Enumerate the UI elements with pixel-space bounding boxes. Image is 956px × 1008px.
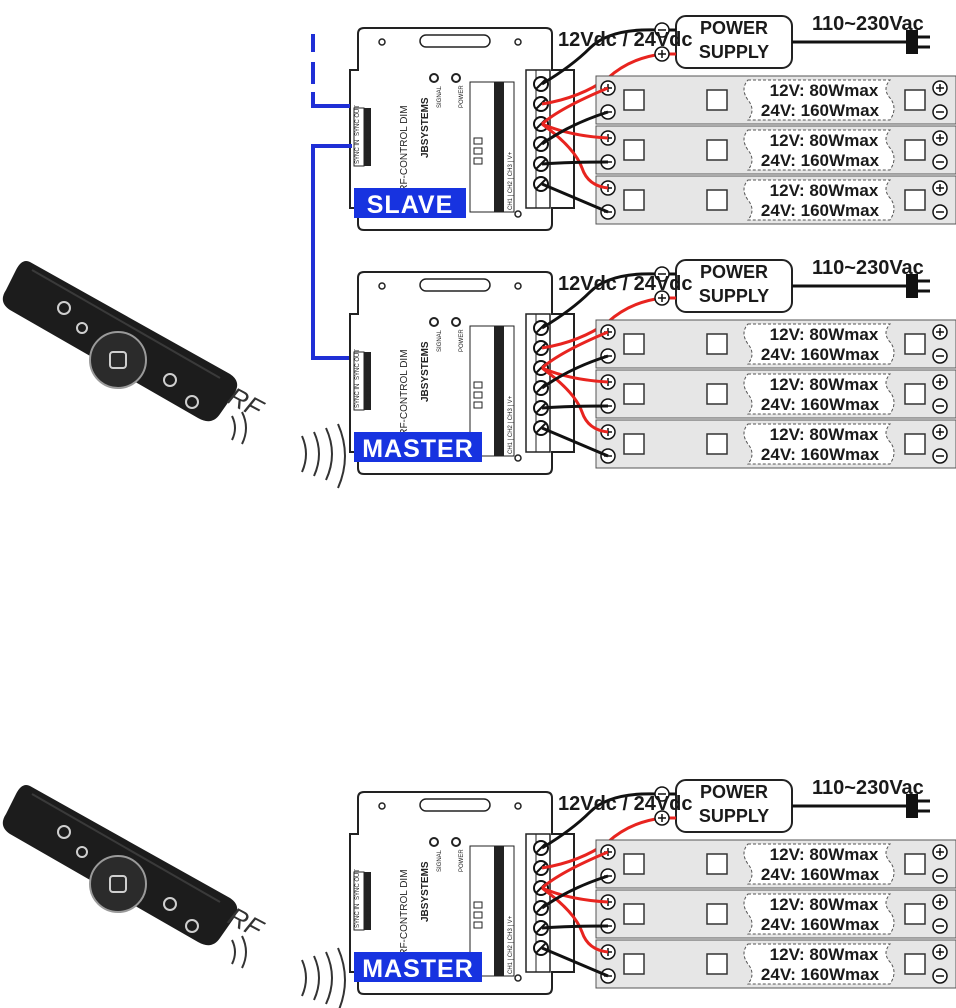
led-output-label: LED OUTPUT — [497, 904, 503, 942]
strip-label-line2: 24V: 160Wmax — [761, 345, 880, 364]
led-signal-label: SIGNAL — [437, 329, 443, 352]
channels-label: CH1 | CH2 | CH3 | V+ — [508, 151, 514, 210]
strip-label-line1: 12V: 80Wmax — [770, 945, 879, 964]
led-power-label: POWER — [459, 329, 465, 352]
strip-label-line1: 12V: 80Wmax — [770, 181, 879, 200]
power-in-label: POWER IN — [497, 848, 503, 878]
power-in-label: POWER IN — [497, 328, 503, 358]
strip-label-line2: 24V: 160Wmax — [761, 915, 880, 934]
power-supply-label-line2: SUPPLY — [699, 806, 769, 826]
led-output-label: LED OUTPUT — [497, 140, 503, 178]
channels-label: CH1 | CH2 | CH3 | V+ — [508, 915, 514, 974]
strip-label-line2: 24V: 160Wmax — [761, 151, 880, 170]
strip-label-line2: 24V: 160Wmax — [761, 965, 880, 984]
sync-cable — [311, 34, 352, 360]
master-2-role-badge — [354, 952, 482, 982]
supply-voltage-label: 12Vdc / 24Vdc — [558, 29, 693, 51]
master-2-role-label: MASTER — [362, 955, 474, 983]
sync-in-label: SYNC IN — [355, 904, 361, 928]
led-power-label: POWER — [459, 849, 465, 872]
led-signal-label: SIGNAL — [437, 85, 443, 108]
sync-ports-label: RJ45 SYNC PORTS — [366, 353, 372, 408]
mains-voltage-label: 110~230Vac — [812, 777, 924, 799]
master-1-role-label: MASTER — [362, 435, 474, 463]
sync-out-label: SYNC OUT — [355, 105, 361, 136]
sync-in-label: SYNC IN — [355, 384, 361, 408]
brand-label: JBSYSTEMS — [420, 97, 431, 158]
led-signal-label: SIGNAL — [437, 849, 443, 872]
strip-label-line1: 12V: 80Wmax — [770, 425, 879, 444]
strip-label-line1: 12V: 80Wmax — [770, 895, 879, 914]
rf-remote-2 — [1, 784, 347, 1008]
sync-in-label: SYNC IN — [355, 140, 361, 164]
channels-label: CH1 | CH2 | CH3 | V+ — [508, 395, 514, 454]
strip-label-line2: 24V: 160Wmax — [761, 395, 880, 414]
strip-label-line2: 24V: 160Wmax — [761, 201, 880, 220]
supply-voltage-label: 12Vdc / 24Vdc — [558, 793, 693, 815]
sync-ports-label: RJ45 SYNC PORTS — [366, 873, 372, 928]
mains-voltage-label: 110~230Vac — [812, 257, 924, 279]
strip-label-line2: 24V: 160Wmax — [761, 101, 880, 120]
power-in-label: POWER IN — [497, 84, 503, 114]
power-supply-label-line1: POWER — [700, 18, 768, 38]
brand-label: JBSYSTEMS — [420, 341, 431, 402]
rf-remote-1 — [1, 260, 347, 489]
sync-out-label: SYNC OUT — [355, 869, 361, 900]
strip-label-line2: 24V: 160Wmax — [761, 445, 880, 464]
power-supply-label-line1: POWER — [700, 262, 768, 282]
strip-label-line1: 12V: 80Wmax — [770, 375, 879, 394]
strip-label-line1: 12V: 80Wmax — [770, 325, 879, 344]
strip-label-line1: 12V: 80Wmax — [770, 81, 879, 100]
sync-out-label: SYNC OUT — [355, 349, 361, 380]
supply-voltage-label: 12Vdc / 24Vdc — [558, 273, 693, 295]
led-power-label: POWER — [459, 85, 465, 108]
mains-voltage-label: 110~230Vac — [812, 13, 924, 35]
slave-role-badge — [354, 188, 466, 218]
strip-label-line1: 12V: 80Wmax — [770, 131, 879, 150]
power-supply-label-line1: POWER — [700, 782, 768, 802]
strip-label-line1: 12V: 80Wmax — [770, 845, 879, 864]
sync-ports-label: RJ45 SYNC PORTS — [366, 109, 372, 164]
brand-label: JBSYSTEMS — [420, 861, 431, 922]
device-name-label: LED RF-CONTROL DIM — [399, 105, 410, 214]
device-name-label: LED RF-CONTROL DIM — [399, 869, 410, 978]
power-supply-label-line2: SUPPLY — [699, 42, 769, 62]
led-output-label: LED OUTPUT — [497, 384, 503, 422]
strip-label-line2: 24V: 160Wmax — [761, 865, 880, 884]
slave-role-label: SLAVE — [367, 191, 454, 219]
device-name-label: LED RF-CONTROL DIM — [399, 349, 410, 458]
power-supply-label-line2: SUPPLY — [699, 286, 769, 306]
master-1-role-badge — [354, 432, 482, 462]
